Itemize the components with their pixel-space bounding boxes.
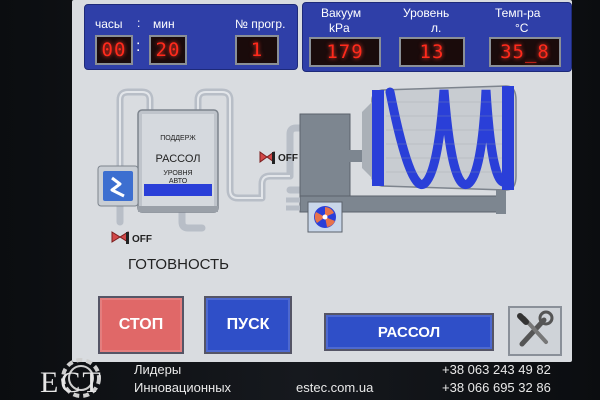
fan-motor-icon[interactable]	[307, 201, 343, 233]
footer-phone-2: +38 066 695 32 86	[442, 380, 551, 395]
tank-text-2: РАССОЛ	[155, 153, 201, 165]
valve-2-icon[interactable]	[259, 151, 275, 164]
stop-button[interactable]: СТОП	[98, 296, 184, 354]
tumbler-frame	[286, 113, 506, 214]
level-label: Уровень	[403, 6, 450, 20]
program-display[interactable]: 1	[235, 35, 279, 65]
hours-display[interactable]: 00	[95, 35, 133, 65]
start-button[interactable]: ПУСК	[204, 296, 292, 354]
vacuum-display[interactable]: 179	[309, 37, 381, 67]
process-diagram	[97, 85, 517, 244]
level-display[interactable]: 13	[399, 37, 465, 67]
temp-display[interactable]: 35_8	[489, 37, 561, 67]
minutes-display[interactable]: 20	[149, 35, 187, 65]
sensors-panel: Вакуум kPa Уровень л. Темп-ра °C 179 13 …	[302, 2, 572, 72]
logo-gear-icon	[61, 358, 101, 398]
vacuum-drum	[362, 85, 517, 191]
tank-text-3: УРОВНЯ	[163, 170, 193, 177]
hmi-screen: часы : мин № прогр. 00 : 20 1 Вакуум kPa…	[72, 0, 572, 362]
tank-text-1: ПОДДЕРЖ	[160, 135, 196, 142]
valve-2-state: OFF	[278, 153, 298, 164]
settings-button[interactable]	[508, 306, 562, 356]
level-unit: л.	[431, 21, 442, 35]
footer-slogan-1: Лидеры	[134, 362, 182, 377]
timer-panel: часы : мин № прогр. 00 : 20 1	[84, 4, 298, 70]
temp-unit: °C	[515, 21, 529, 35]
footer-phone-1: +38 063 243 49 82	[442, 362, 551, 377]
footer-logo: ЕСТ	[40, 366, 103, 399]
minutes-label: мин	[153, 17, 175, 31]
auger-spiral	[385, 87, 511, 189]
brine-button[interactable]: РАССОЛ	[324, 313, 494, 351]
tank-text-4: АВТО	[168, 178, 188, 185]
brine-tank	[137, 109, 219, 213]
program-label: № прогр.	[235, 17, 286, 31]
time-separator-label: :	[137, 16, 141, 30]
temp-label: Темп-ра	[495, 6, 541, 20]
footer-slogan-2: Инновационных	[134, 380, 232, 395]
valve-1-state: OFF	[132, 234, 152, 245]
switch-icon	[110, 176, 125, 198]
hours-label: часы	[95, 17, 123, 31]
vacuum-unit: kPa	[329, 21, 350, 35]
auto-switch-button[interactable]	[97, 165, 139, 207]
time-separator: :	[136, 38, 141, 55]
status-text: ГОТОВНОСТЬ	[128, 256, 229, 273]
vacuum-label: Вакуум	[321, 6, 362, 20]
footer-website[interactable]: estec.com.ua	[296, 380, 374, 395]
valve-1-icon[interactable]	[111, 231, 129, 244]
tools-icon	[517, 310, 554, 347]
tank-level-bar	[144, 184, 212, 196]
